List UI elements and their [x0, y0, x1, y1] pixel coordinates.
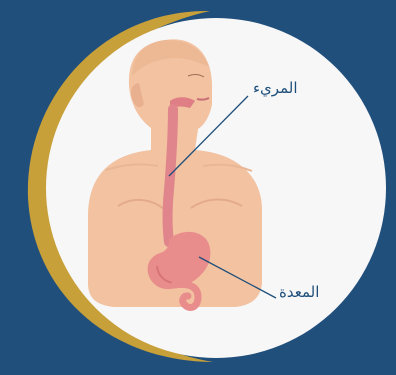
esophagus-label: المريء — [253, 81, 297, 96]
stomach-label: المعدة — [279, 285, 319, 300]
